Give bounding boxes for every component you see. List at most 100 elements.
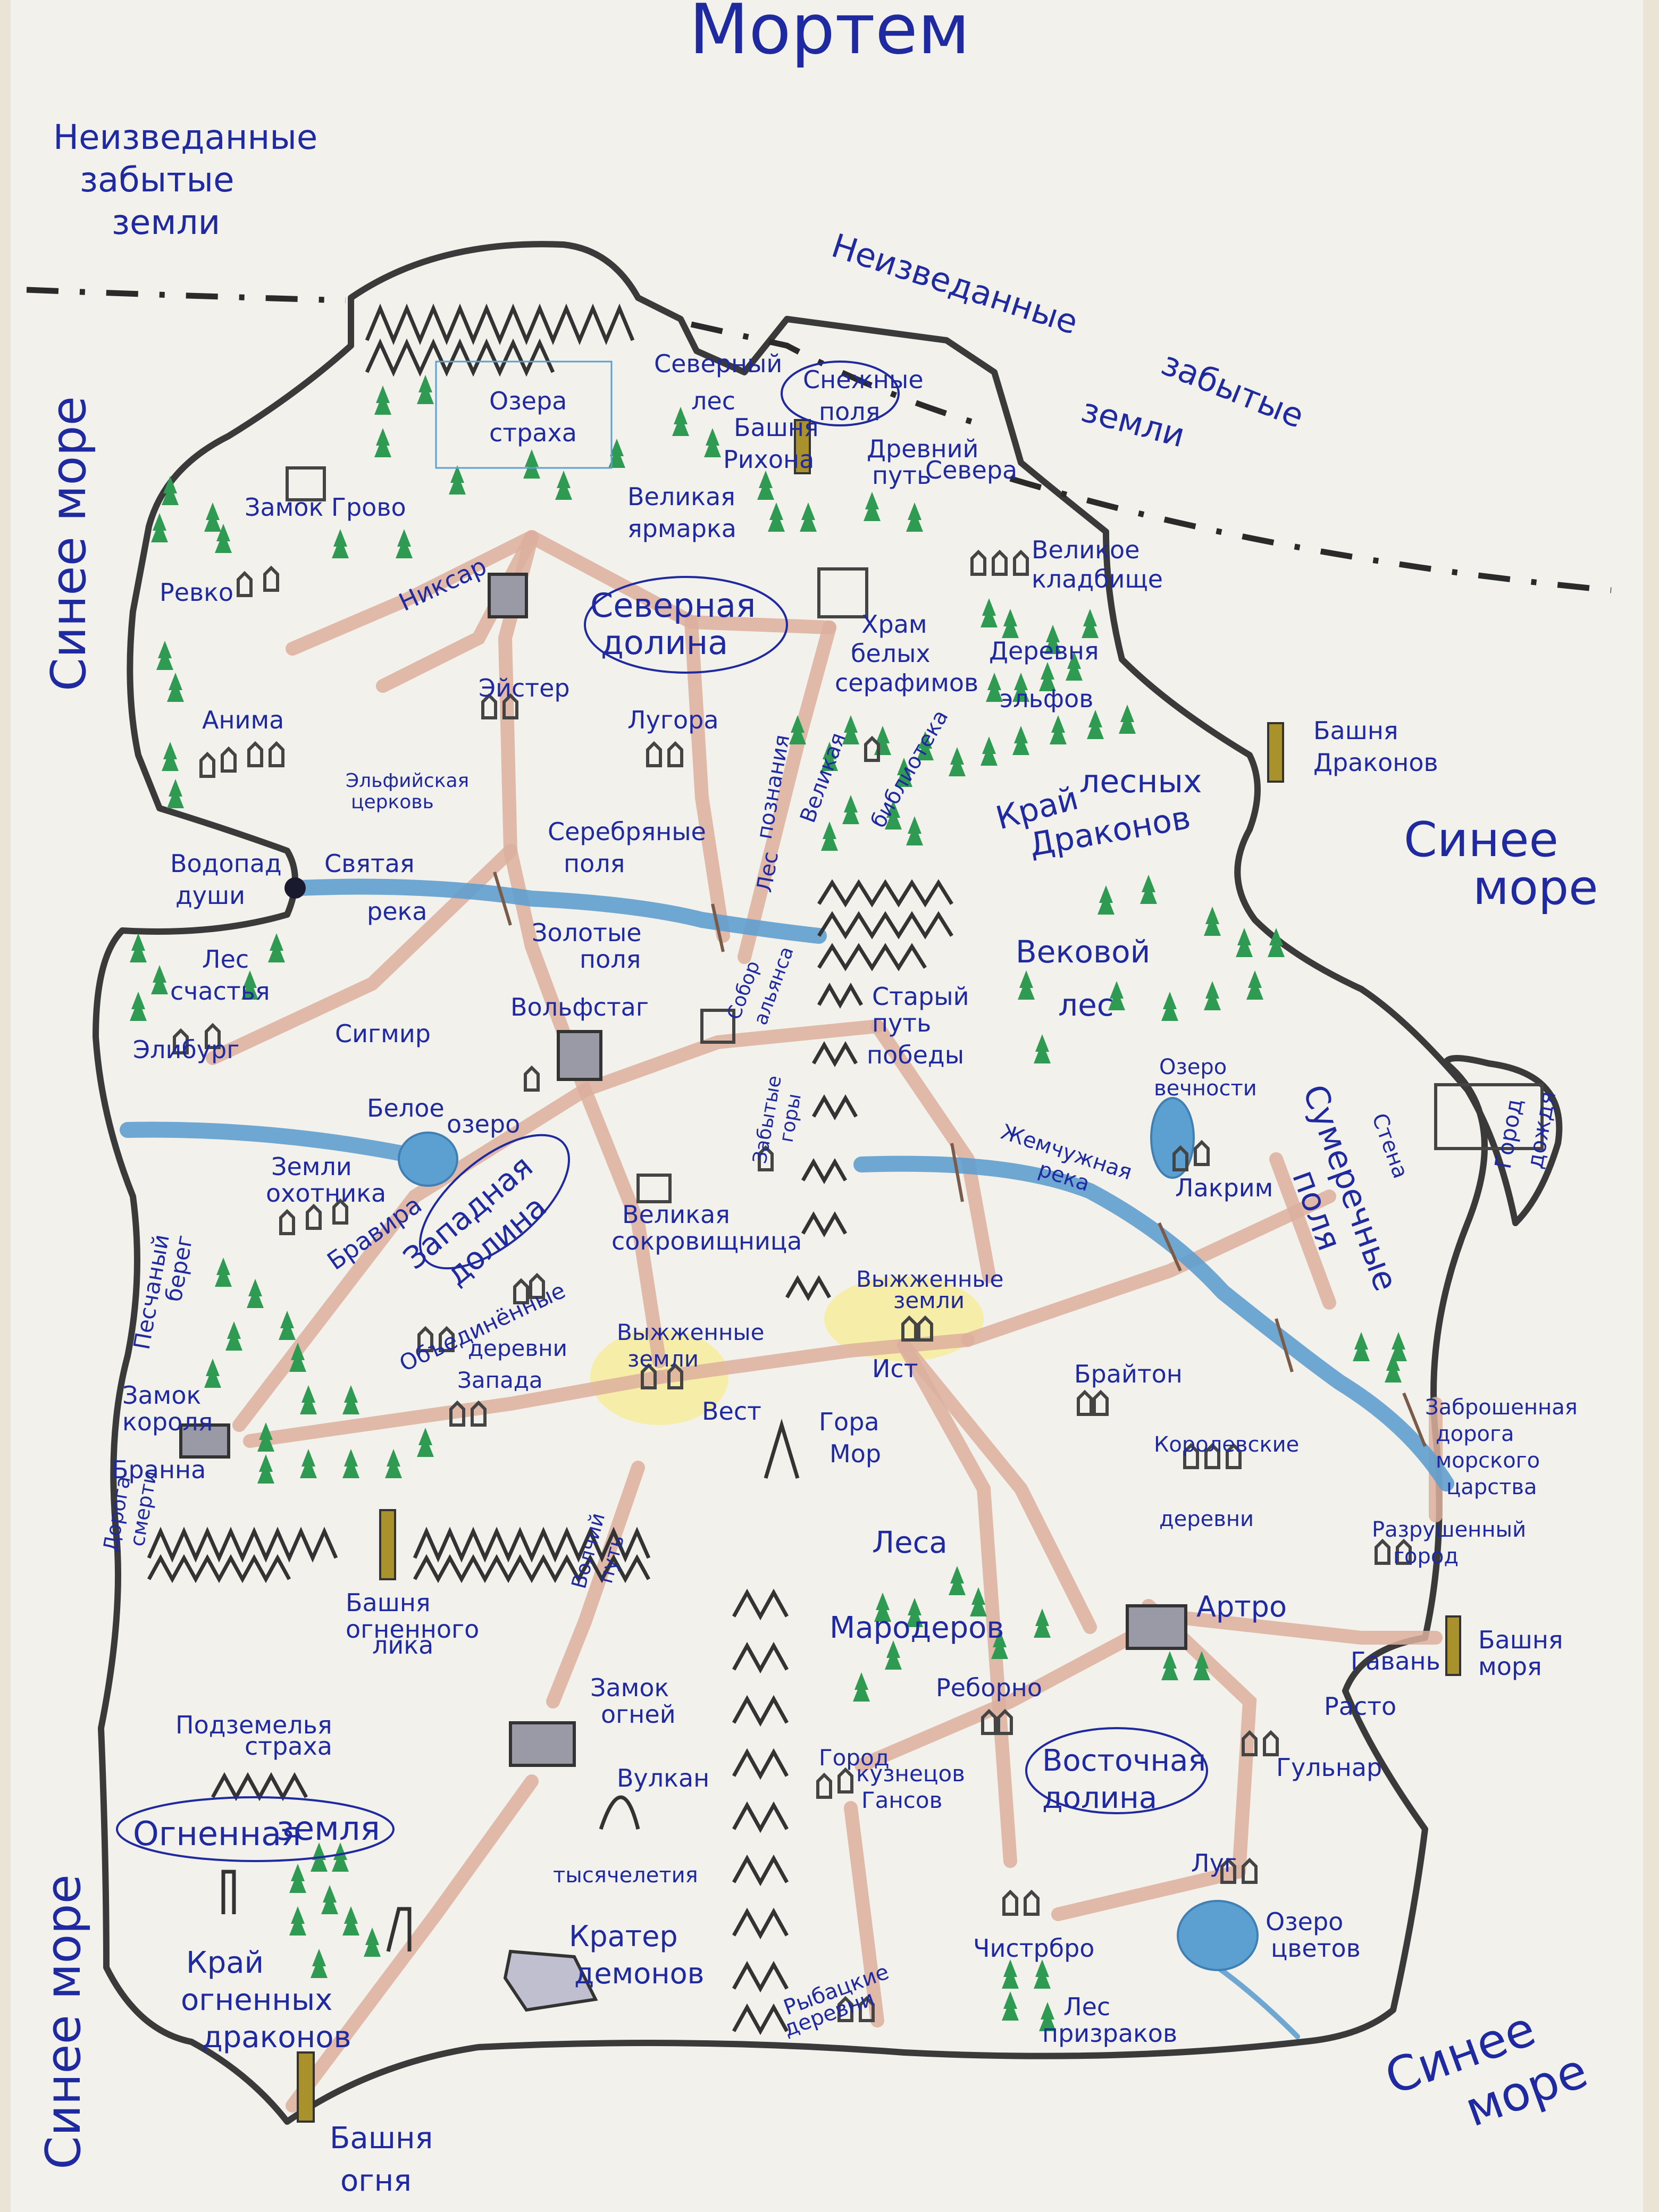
place-label: белых xyxy=(851,639,931,668)
tree-icon xyxy=(1119,705,1136,734)
place-label: река xyxy=(367,897,427,926)
tree-icon xyxy=(1039,662,1056,691)
house-icon xyxy=(1172,1145,1188,1171)
place-label: путь xyxy=(872,1009,931,1037)
place-label: огненного xyxy=(346,1615,479,1644)
place-label: лес xyxy=(691,387,735,415)
tree-icon xyxy=(321,1885,338,1914)
place-label: Драконов xyxy=(1313,748,1438,777)
place-label: Лес xyxy=(202,945,249,974)
place-label: Храм xyxy=(861,610,927,639)
tree-icon xyxy=(130,933,147,962)
house-icon xyxy=(529,1272,545,1299)
house-icon xyxy=(981,1708,997,1735)
tree-icon xyxy=(1002,1991,1019,2021)
house-icon xyxy=(1204,1443,1220,1469)
house-icon xyxy=(1220,1857,1236,1884)
west-valley-outline xyxy=(418,1134,571,1270)
tree-icon xyxy=(821,742,838,771)
tree-icon xyxy=(874,1593,891,1622)
tree-icon xyxy=(1018,970,1035,1000)
tree-icon xyxy=(821,822,838,851)
place-label: Расто xyxy=(1324,1692,1396,1721)
place-label: дорога xyxy=(1436,1422,1514,1446)
tree-icon xyxy=(1034,1034,1051,1063)
place-label: Заброшенная xyxy=(1425,1395,1578,1420)
sea-label: Синее море xyxy=(36,1874,91,2169)
tree-icon xyxy=(906,502,923,532)
bridge-icon xyxy=(1158,1222,1182,1272)
house-icon xyxy=(667,741,683,767)
tree-icon xyxy=(768,502,785,532)
house-icon xyxy=(864,735,880,762)
white-lake-stream xyxy=(120,1121,412,1162)
house-icon xyxy=(837,1996,853,2022)
sea-label: Синее xyxy=(1404,812,1559,868)
tree-icon xyxy=(1246,970,1263,1000)
place-label: Озеро xyxy=(1266,1907,1343,1936)
tree-icon xyxy=(949,1566,966,1595)
settlements xyxy=(173,549,1412,2022)
place-label: Гансов xyxy=(861,1787,942,1813)
place-label: сокровищница xyxy=(611,1227,802,1255)
house-icon xyxy=(513,1278,529,1304)
tree-icon xyxy=(1108,981,1125,1010)
tree-icon xyxy=(1087,710,1104,739)
towers xyxy=(297,419,1461,2123)
place-label: озеро xyxy=(447,1110,520,1138)
tree-icon xyxy=(1002,609,1019,638)
house-icon xyxy=(970,549,986,576)
house-icon xyxy=(758,1145,774,1171)
tree-icon xyxy=(364,1928,381,1957)
tree-icon xyxy=(374,386,391,415)
house-icon xyxy=(917,1315,933,1342)
tower-sea-icon xyxy=(1445,1615,1461,1676)
place-label: страха xyxy=(489,418,577,447)
tree-icon xyxy=(1039,2002,1056,2031)
tree-icon xyxy=(417,375,434,404)
place-label: кладбище xyxy=(1032,565,1163,593)
place-label: Запада xyxy=(457,1367,543,1393)
tree-icon xyxy=(300,1385,317,1414)
tree-icon xyxy=(885,800,902,830)
sea-label: море xyxy=(1473,860,1598,916)
place-label: вечности xyxy=(1154,1076,1257,1101)
tree-icon xyxy=(523,449,540,479)
place-label: Великая xyxy=(627,482,735,511)
pearl-river xyxy=(853,1155,1454,1492)
house-icon xyxy=(502,693,518,719)
tree-icon xyxy=(332,1842,349,1872)
lake-flowers xyxy=(1177,1900,1259,1971)
place-label: путь xyxy=(872,461,931,490)
house-icon xyxy=(173,1028,189,1054)
place-label: страха xyxy=(245,1732,332,1761)
valley-label: долина xyxy=(601,623,728,662)
castle-icon xyxy=(179,1423,230,1459)
house-icon xyxy=(859,1996,875,2022)
tree-icon xyxy=(215,524,232,553)
tree-icon xyxy=(215,1258,232,1287)
house-icon xyxy=(1242,1857,1258,1884)
north-border-right xyxy=(1009,475,1612,593)
place-label: Башня xyxy=(330,2121,433,2156)
house-icon xyxy=(205,1023,221,1049)
place-label: Озера xyxy=(489,387,567,415)
place-label: Гавань xyxy=(1351,1647,1440,1675)
tree-icon xyxy=(864,492,881,521)
tree-icon xyxy=(704,428,721,457)
tree-icon xyxy=(1097,885,1115,915)
region-label: Вековой xyxy=(1016,934,1150,970)
lake-eternity xyxy=(1150,1097,1195,1179)
tree-icon xyxy=(289,1906,306,1936)
mountain-range-south xyxy=(147,1418,800,2035)
tree-icon xyxy=(986,673,1003,702)
place-label: Элибург xyxy=(133,1035,239,1064)
place-label: Мор xyxy=(830,1439,881,1468)
tree-icon xyxy=(842,715,859,744)
tree-icon xyxy=(332,529,349,558)
tree-icon xyxy=(1012,673,1029,702)
place-label: Выжженные xyxy=(617,1319,764,1345)
place-label: Гульнар xyxy=(1276,1753,1382,1782)
house-icon xyxy=(1077,1389,1093,1416)
place-label: земли xyxy=(893,1287,965,1313)
